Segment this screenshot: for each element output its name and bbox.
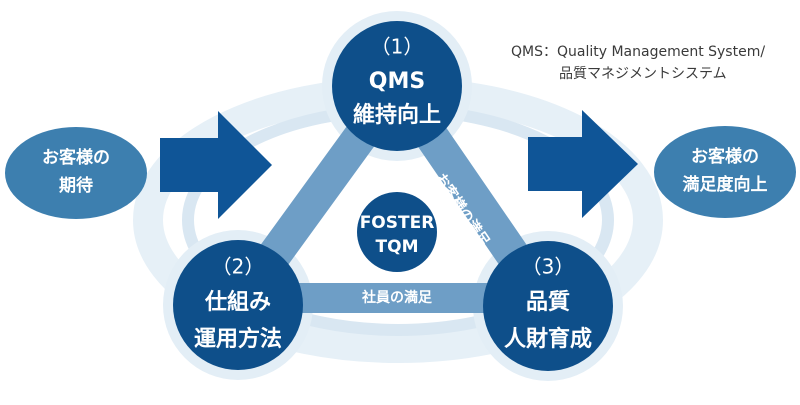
center-line1: FOSTER	[360, 213, 435, 233]
node-system-title: 仕組み	[204, 289, 271, 315]
node-qms-title: QMS	[369, 69, 425, 94]
node-quality-subtitle: 人財育成	[504, 326, 592, 352]
center-circle	[357, 192, 437, 272]
center-line2: TQM	[376, 237, 419, 257]
input-line1: お客様の	[42, 147, 110, 168]
input-line2: 期待	[59, 175, 93, 196]
output-line2: 満足度向上	[683, 174, 768, 195]
output-oval	[654, 126, 796, 218]
qms-definition-note: QMS：Quality Management System/ 品質マネジメントシ…	[511, 41, 765, 85]
note-line2: 品質マネジメントシステム	[559, 66, 727, 82]
node-system-number: （2）	[212, 255, 265, 279]
node-quality	[483, 241, 613, 371]
edge-bottom-label: 社員の満足	[361, 289, 433, 306]
right-flow-arrow	[528, 110, 638, 218]
input-oval	[5, 127, 147, 219]
output-line1: お客様の	[691, 146, 759, 167]
node-quality-number: （3）	[522, 255, 575, 279]
node-system	[173, 240, 303, 370]
node-quality-title: 品質	[526, 290, 570, 315]
node-qms-number: （1）	[371, 35, 424, 59]
node-qms-subtitle: 維持向上	[353, 102, 441, 128]
left-flow-arrow	[160, 111, 272, 219]
node-system-subtitle: 運用方法	[194, 326, 282, 352]
note-line1: QMS：Quality Management System/	[511, 44, 766, 60]
node-qms	[332, 21, 462, 151]
